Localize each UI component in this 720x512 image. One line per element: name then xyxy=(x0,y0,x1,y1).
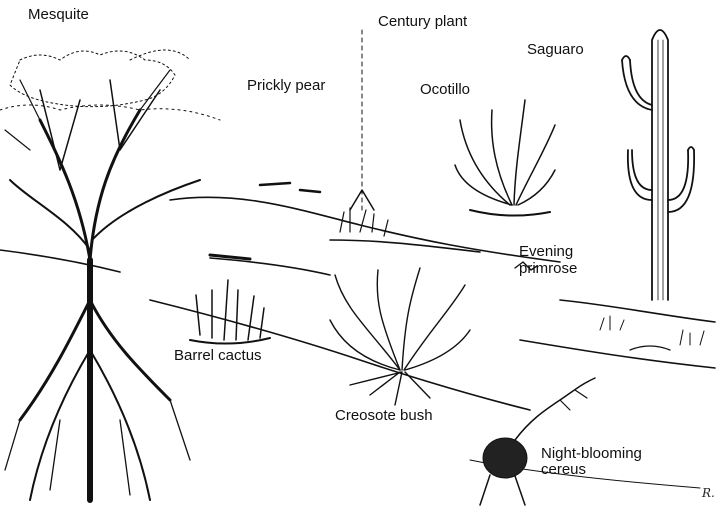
barrel-cactus xyxy=(190,280,270,344)
label-barrel-cactus: Barrel cactus xyxy=(174,348,262,364)
label-prickly-pear: Prickly pear xyxy=(247,78,325,94)
label-night-blooming-1: Night-blooming xyxy=(541,446,642,462)
ocotillo xyxy=(455,100,555,216)
label-ocotillo: Ocotillo xyxy=(420,82,470,98)
creosote-bush xyxy=(330,268,470,405)
label-century-plant: Century plant xyxy=(378,14,467,30)
label-evening-primrose-2: primrose xyxy=(519,261,577,277)
label-evening-primrose-1: Evening xyxy=(519,244,573,260)
label-creosote-bush: Creosote bush xyxy=(335,408,433,424)
ground-scrub xyxy=(600,316,704,350)
saguaro xyxy=(622,30,694,300)
century-plant xyxy=(350,30,374,210)
label-saguaro: Saguaro xyxy=(527,42,584,58)
terrain-lines xyxy=(0,183,715,488)
artist-signature: R. xyxy=(702,486,715,500)
night-blooming-cereus xyxy=(480,378,595,505)
mesquite-tree xyxy=(0,50,220,500)
label-night-blooming-2: cereus xyxy=(541,462,586,478)
label-mesquite: Mesquite xyxy=(28,7,89,23)
